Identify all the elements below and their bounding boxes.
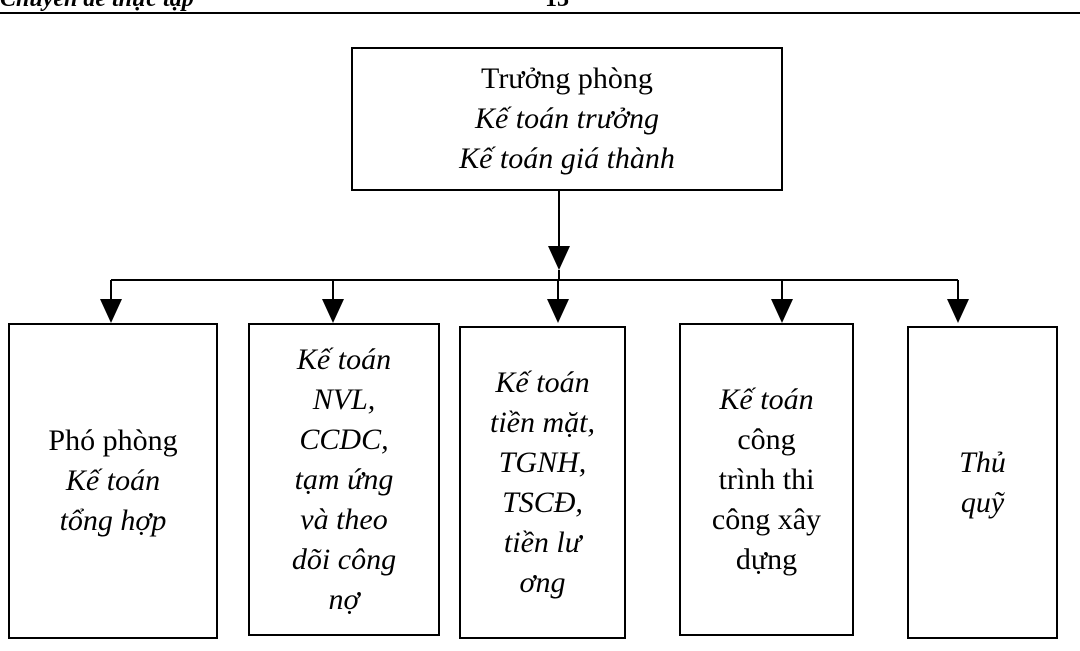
child-node-box-line: NVL, (312, 382, 376, 416)
child-arrow-icon (322, 299, 344, 323)
child-node-box: Thủ quỹ (907, 326, 1058, 639)
child-arrow-icon (100, 299, 122, 323)
child-node-box: Phó phòng Kế toán tổng hợp (8, 323, 218, 639)
top-node-box: Trưởng phòng Kế toán trưởng Kế toán giá th… (351, 47, 783, 191)
child-node-box-line: Kế toán (296, 342, 392, 376)
child-node-box-line: công xây (711, 502, 822, 536)
child-node-box-line: TSCĐ, (502, 485, 583, 519)
top-arrow-icon (548, 246, 570, 270)
top-node-box-line: Kế toán giá thành (459, 142, 675, 175)
child-node-box-line: CCDC, (299, 422, 389, 456)
child-arrow-icon (947, 299, 969, 323)
child-node-box-line: Thủ (959, 445, 1006, 479)
child-node-box-line: tạm ứng (294, 462, 394, 496)
child-node-box: Kế toán tiền mặt, TGNH, TSCĐ, tiền lư ơng (459, 326, 626, 639)
child-arrow-icon (547, 299, 569, 323)
child-node-box-line: Kế toán (719, 382, 814, 416)
child-node-box: Kế toán công trình thi công xây dựng (679, 323, 854, 636)
top-node-box-line: Trưởng phòng (481, 62, 653, 95)
header-divider (0, 12, 1080, 14)
child-node-box-line: dựng (735, 542, 798, 576)
child-arrow-icon (771, 299, 793, 323)
child-node-box-line: quỹ (960, 485, 1005, 519)
child-node-box-line: công (737, 422, 796, 456)
child-node-box-line: và theo (300, 502, 388, 536)
header-page-number: 13 (545, 0, 569, 13)
child-node-box-line: nợ (328, 582, 360, 616)
header-document-title: Chuyên đề thực tập (0, 0, 194, 13)
child-node-box-line: TGNH, (498, 445, 587, 479)
child-node-box-line: Phó phòng (48, 424, 178, 457)
child-node-box-line: Kế toán (495, 365, 590, 399)
child-node-box-line: tổng hợp (59, 504, 167, 537)
child-node-box-line: Kế toán (65, 464, 161, 497)
child-node-box-line: tiền lư (503, 525, 582, 559)
child-node-box-line: ơng (519, 565, 566, 599)
child-node-box-line: trình thi (718, 462, 815, 496)
child-node-box-line: dõi công (291, 542, 397, 576)
top-node-box-line: Kế toán trưởng (474, 102, 660, 135)
child-node-box-line: tiền mặt, (490, 405, 595, 439)
